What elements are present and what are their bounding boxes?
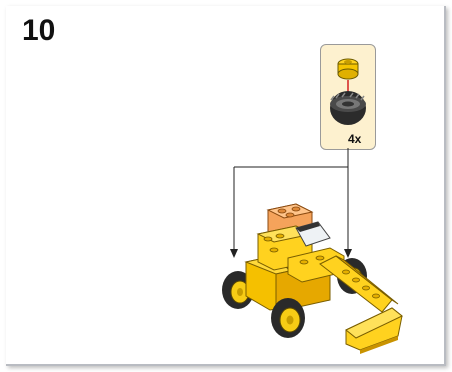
arrow-head-right xyxy=(344,249,352,258)
wheel-hub-part xyxy=(338,59,358,79)
tire-part xyxy=(330,91,366,125)
arrow-head-left xyxy=(230,249,238,258)
wheel-front-left xyxy=(271,298,305,338)
excavator-bucket xyxy=(346,308,402,354)
excavator-model xyxy=(222,204,402,354)
